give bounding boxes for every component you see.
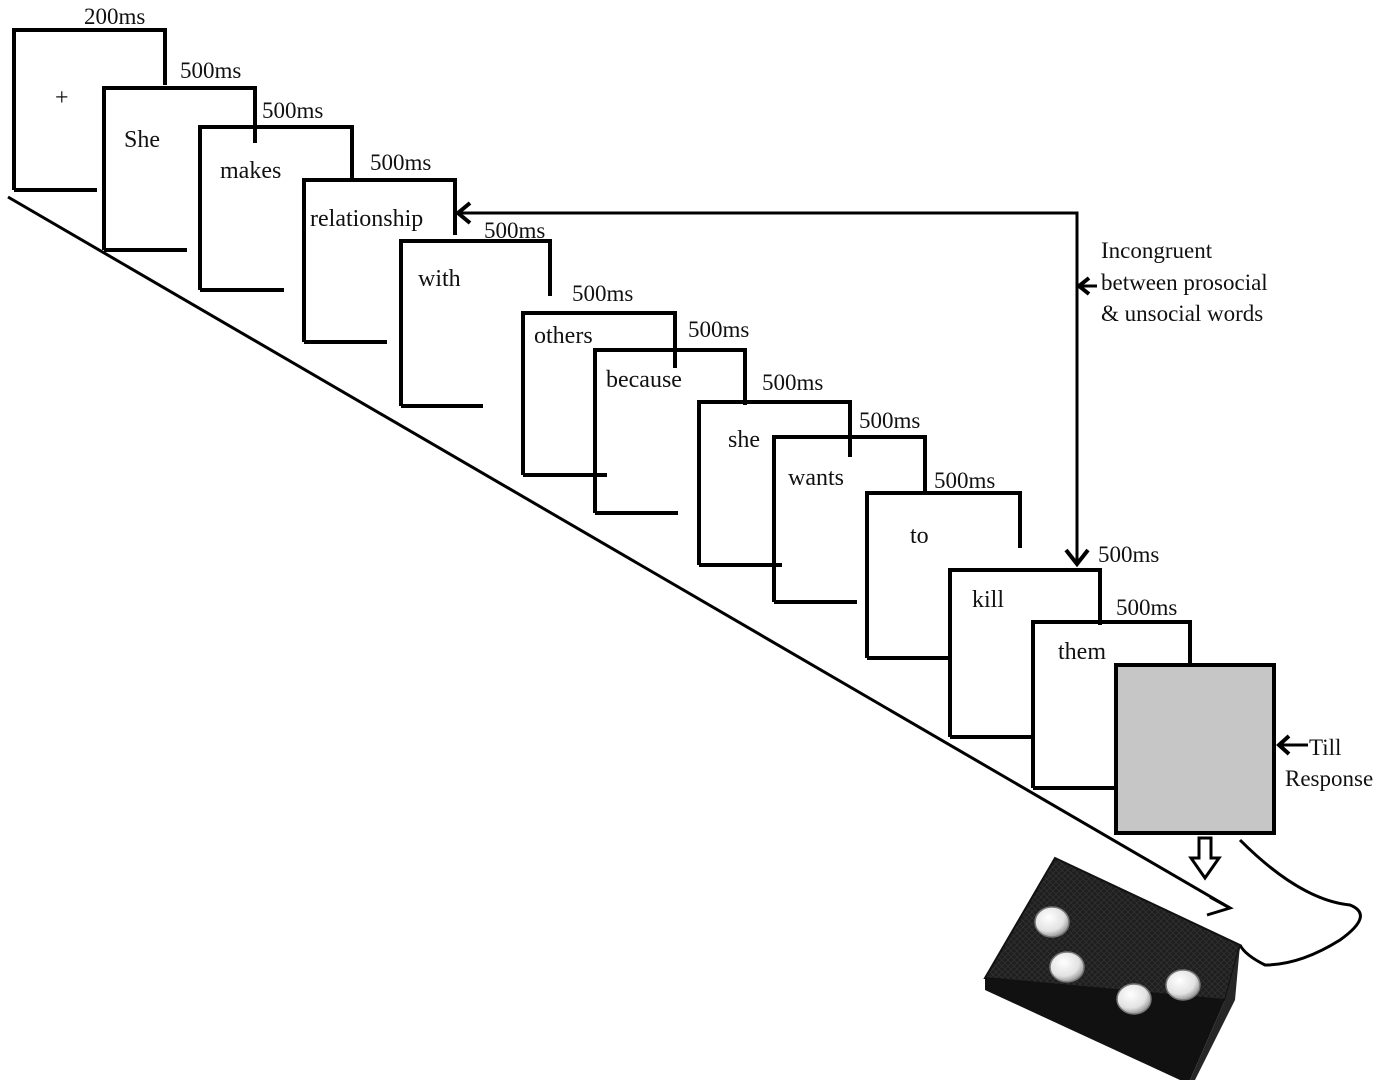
frame-3: makes 500ms	[198, 98, 354, 292]
stimulus-word: she	[728, 427, 760, 453]
duration-label: 500ms	[370, 150, 431, 175]
timeline-line	[7, 195, 1231, 910]
frame-8: she 500ms	[697, 370, 852, 567]
duration-label: 200ms	[84, 4, 145, 29]
frame-outline	[593, 348, 747, 515]
svg-text:Response: Response	[1285, 766, 1373, 791]
frame-outline	[865, 491, 1022, 660]
frame-outline	[102, 86, 257, 252]
duration-label: 500ms	[1116, 595, 1177, 620]
duration-label: 500ms	[859, 408, 920, 433]
response-button-3[interactable]	[1116, 983, 1152, 1015]
frame-11: kill 500ms	[948, 542, 1159, 739]
svg-text:Till: Till	[1309, 735, 1341, 760]
duration-label: 500ms	[934, 468, 995, 493]
frame-outline	[948, 568, 1102, 739]
response-button-4[interactable]	[1165, 969, 1201, 1001]
till-response-arrow	[1276, 734, 1308, 756]
duration-label: 500ms	[484, 218, 545, 243]
stimulus-word: with	[418, 266, 461, 292]
timeline-arrowhead	[1206, 895, 1234, 917]
frame-2: She 500ms	[102, 58, 257, 252]
response-button-1[interactable]	[1034, 906, 1070, 938]
frame-outline	[697, 400, 852, 567]
response-box	[983, 856, 1242, 1080]
response-button-2[interactable]	[1049, 951, 1085, 983]
duration-label: 500ms	[762, 370, 823, 395]
stimulus-word: wants	[788, 465, 844, 491]
duration-label: 500ms	[572, 281, 633, 306]
response-buttons	[1034, 906, 1201, 1015]
stimulus-word: kill	[972, 587, 1004, 613]
frame-outline	[12, 28, 167, 192]
incongruent-bracket	[454, 201, 1097, 568]
stimulus-word: She	[124, 127, 160, 153]
stimulus-word: makes	[220, 158, 281, 184]
incongruent-label: Incongruent between prosocial & unsocial…	[1101, 238, 1268, 326]
stimulus-word: relationship	[310, 206, 423, 232]
svg-text:between prosocial: between prosocial	[1101, 270, 1268, 295]
frame-outline	[198, 125, 354, 292]
frame-9: wants 500ms	[772, 408, 927, 604]
stimulus-word: to	[910, 523, 929, 549]
duration-label: 500ms	[180, 58, 241, 83]
stimulus-word: because	[606, 367, 682, 393]
stimulus-word: +	[55, 85, 69, 111]
frame-5: with 500ms	[399, 218, 552, 408]
frame-12: them 500ms	[1031, 595, 1192, 790]
till-response-label: Till Response	[1285, 735, 1373, 791]
response-screen	[1114, 663, 1276, 835]
frame-outline	[399, 239, 552, 408]
frame-outline	[772, 435, 927, 604]
hollow-down-arrow	[1188, 836, 1222, 881]
frame-4: relationship 500ms	[302, 150, 457, 344]
duration-label: 500ms	[1098, 542, 1159, 567]
frame-outline	[302, 178, 457, 344]
duration-label: 500ms	[262, 98, 323, 123]
svg-text:& unsocial words: & unsocial words	[1101, 301, 1263, 326]
stimulus-word: others	[534, 323, 593, 349]
frame-1: +200ms	[12, 4, 167, 192]
frame-outline	[1031, 620, 1192, 790]
stimulus-word: them	[1058, 639, 1106, 665]
duration-label: 500ms	[688, 317, 749, 342]
svg-text:Incongruent: Incongruent	[1101, 238, 1213, 263]
frame-10: to 500ms	[865, 468, 1022, 660]
response-box-cable	[1238, 838, 1362, 967]
